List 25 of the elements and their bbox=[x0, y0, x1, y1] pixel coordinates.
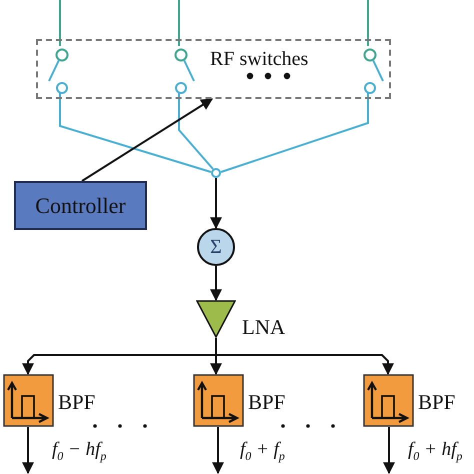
frequency-label: f$_{0}$ + hf$_{p}$ bbox=[408, 440, 462, 462]
frequency-label: f$_{0}$ + f$_{p}$ bbox=[240, 440, 285, 462]
filter-label: BPF bbox=[418, 392, 456, 413]
arrow bbox=[81, 98, 214, 182]
group-label: RF switches bbox=[210, 49, 308, 69]
controller-block: Controller bbox=[14, 181, 147, 230]
arrow bbox=[210, 266, 222, 302]
connector-line bbox=[178, 93, 214, 170]
dashed-group-box bbox=[36, 39, 391, 99]
filter-label: BPF bbox=[58, 392, 96, 413]
frequency-label: f$_{0}$ − hf$_{p}$ bbox=[52, 440, 106, 462]
filter-label: BPF bbox=[248, 392, 286, 413]
arrow bbox=[210, 178, 222, 230]
connector-line bbox=[59, 0, 61, 46]
arrow bbox=[383, 427, 395, 474]
junction-node bbox=[211, 168, 221, 178]
connector-line bbox=[59, 93, 212, 173]
arrow bbox=[215, 338, 394, 376]
connector-line bbox=[178, 0, 180, 46]
arrow bbox=[22, 427, 34, 474]
connector-line bbox=[367, 0, 369, 46]
amplifier-label: LNA bbox=[242, 317, 286, 338]
arrow bbox=[212, 427, 224, 474]
summer-circle: Σ bbox=[197, 228, 235, 266]
connector-line bbox=[220, 93, 369, 173]
